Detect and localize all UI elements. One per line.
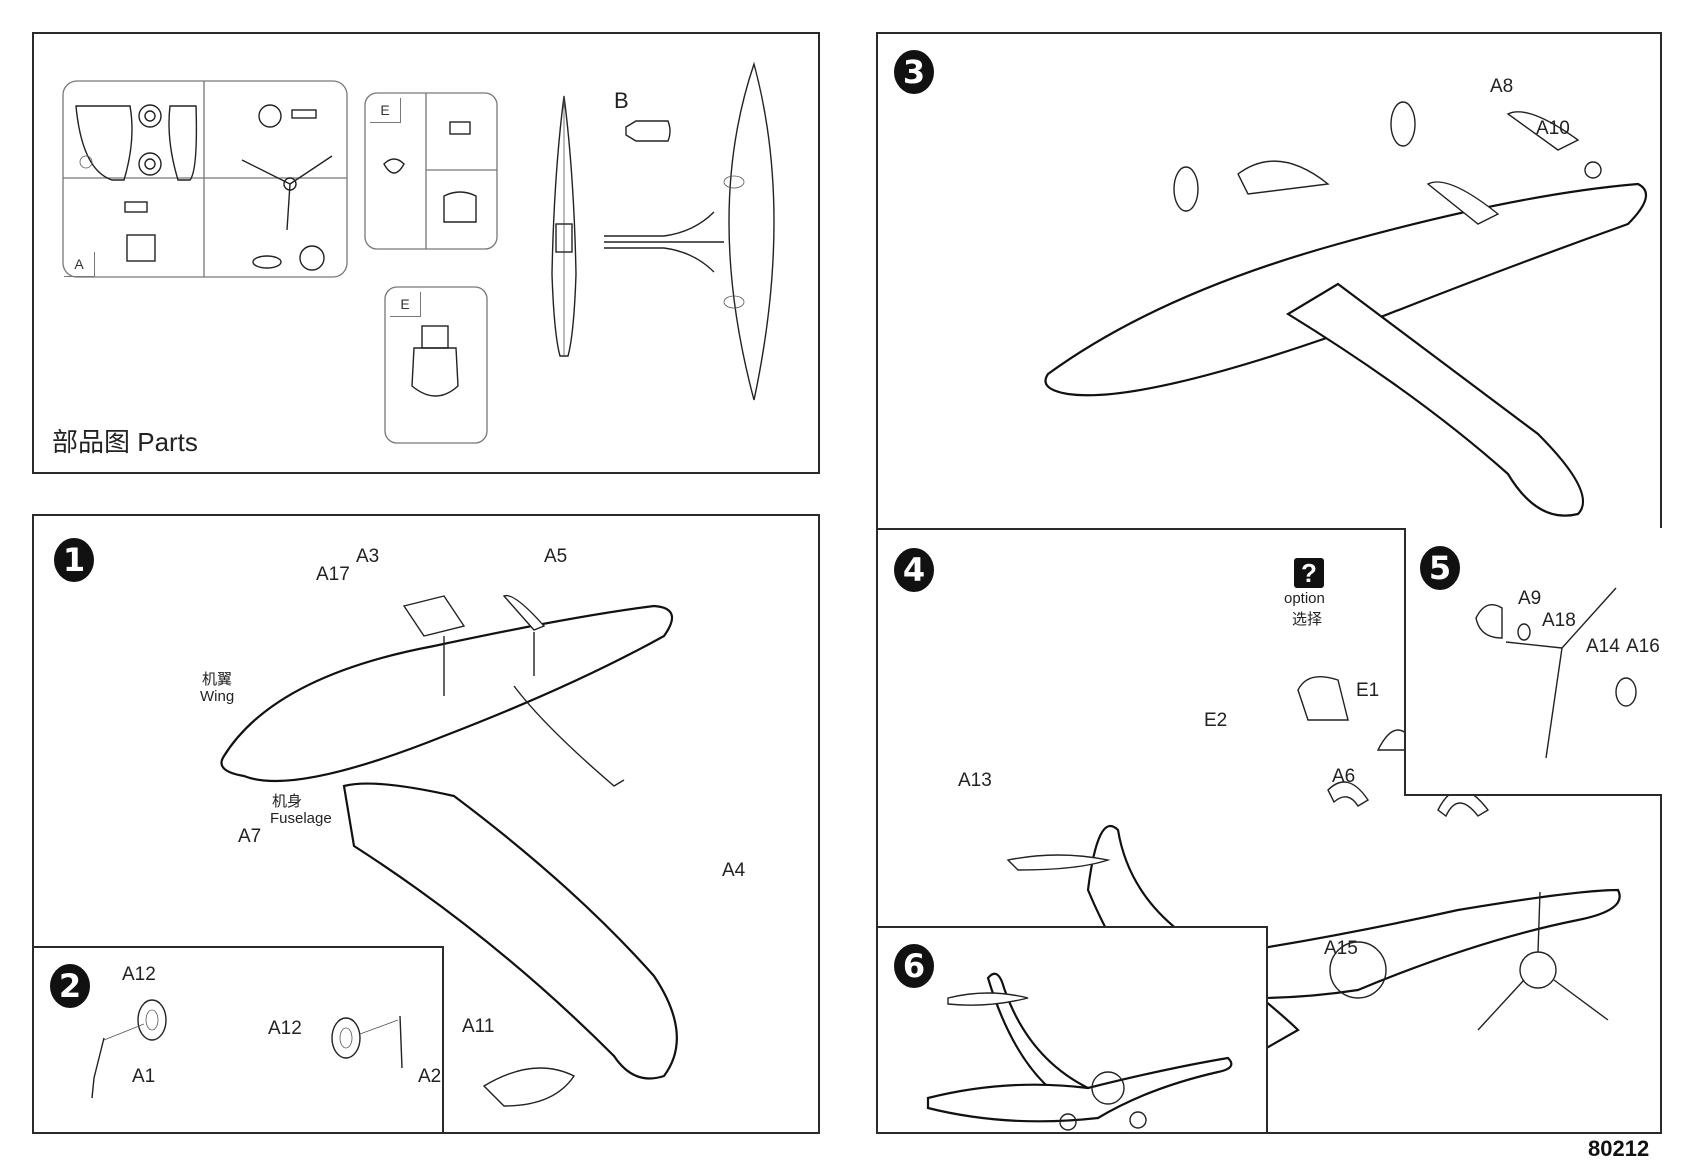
fuselage-label-en: Fuselage (270, 810, 332, 827)
step-2-wheel-left (91, 999, 167, 1099)
step-2-panel: 2 A12 A1 A12 A2 (32, 946, 444, 1134)
sprue-a-letter: A (64, 252, 95, 277)
part-label-e1: E1 (1356, 680, 1380, 701)
spinner-part (625, 120, 671, 142)
part-label-a5: A5 (544, 546, 568, 567)
wing-label-en: Wing (200, 688, 235, 705)
step-5-badge: 5 (1420, 546, 1460, 590)
step-5-propeller-drawing (1475, 587, 1637, 759)
step-1-wing-drawing (220, 594, 674, 787)
part-label-e2: E2 (1204, 710, 1228, 731)
step-1-badge: 1 (54, 538, 94, 582)
wing-label-cn: 机翼 (202, 671, 233, 688)
part-label-a10: A10 (1536, 118, 1570, 139)
part-label-a17: A17 (316, 564, 350, 585)
part-label-a14: A14 (1586, 636, 1620, 657)
step-3-panel: 3 A8 A10 (876, 32, 1662, 530)
part-label-a8: A8 (1490, 76, 1514, 97)
part-label-a12-left: A12 (122, 964, 156, 985)
sprue-b-letter: B (614, 88, 629, 113)
fuselage-top-view (551, 95, 577, 357)
part-label-a18: A18 (1542, 610, 1576, 631)
sprue-e-upper-frame (364, 92, 498, 250)
sprue-e-lower-letter: E (390, 292, 421, 317)
part-label-a13: A13 (958, 770, 992, 791)
product-code: 80212 (1588, 1136, 1650, 1161)
step-5-panel: 5 A9 A18 A14 A16 (1404, 528, 1662, 796)
step-6-completed-aircraft (926, 972, 1233, 1131)
parts-panel-title: 部品图 Parts (52, 427, 198, 457)
step-2-wheel-right (331, 1015, 403, 1069)
sprue-e-upper-letter: E (370, 98, 401, 123)
option-label-cn: 选择 (1292, 611, 1323, 628)
option-label-en: option (1284, 590, 1325, 607)
part-label-a3: A3 (356, 546, 380, 567)
option-question-mark-icon: ? (1294, 558, 1324, 588)
wing-top-view (604, 61, 775, 401)
step-4-badge: 4 (894, 548, 934, 592)
part-label-a16: A16 (1626, 636, 1660, 657)
part-label-a11: A11 (462, 1016, 495, 1037)
part-label-a12-right: A12 (268, 1018, 302, 1039)
sprue-a-frame (62, 80, 348, 278)
part-label-a4: A4 (722, 860, 746, 881)
part-label-a9: A9 (1518, 588, 1542, 609)
sprue-e-lower-frame (384, 286, 488, 444)
part-label-a7: A7 (238, 826, 262, 847)
step-6-panel: 6 (876, 926, 1268, 1134)
step-3-badge: 3 (894, 50, 934, 94)
propeller-drawing (1477, 891, 1609, 1031)
step-2-badge: 2 (50, 964, 90, 1008)
part-label-a1: A1 (132, 1066, 156, 1087)
part-label-a6: A6 (1332, 766, 1356, 787)
parts-panel: A E E B 部品图 Parts (32, 32, 820, 474)
fuselage-label-cn: 机身 (272, 793, 303, 810)
step-3-aircraft-drawing (1044, 101, 1648, 517)
part-label-a2: A2 (418, 1066, 442, 1087)
step-6-badge: 6 (894, 944, 934, 988)
part-label-a15: A15 (1324, 938, 1358, 959)
step-1-fuselage-drawing (342, 782, 678, 1107)
